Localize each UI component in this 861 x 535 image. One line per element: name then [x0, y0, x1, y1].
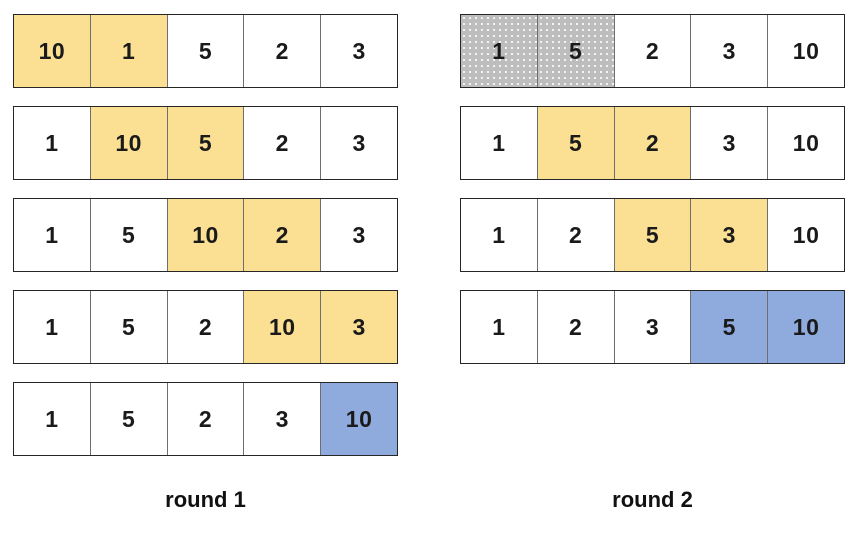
array-cell: 5: [166, 107, 244, 179]
array-cell: 2: [243, 199, 321, 271]
array-cell: 5: [166, 15, 244, 87]
array-cell: 1: [89, 15, 167, 87]
array-cell: 5: [536, 15, 614, 87]
array-cell: 3: [613, 291, 691, 363]
array-cell: 1: [14, 383, 90, 455]
array-cell: 2: [536, 199, 614, 271]
array-cell: 5: [89, 383, 167, 455]
array-cell: 10: [767, 291, 844, 363]
round-2-label: round 2: [612, 487, 693, 512]
array-cell: 10: [320, 383, 397, 455]
array-cell: 3: [243, 383, 321, 455]
array-cell: 3: [320, 107, 397, 179]
array-cell: 10: [14, 15, 90, 87]
array-cell: 3: [320, 291, 397, 363]
array-cell: 1: [461, 291, 537, 363]
array-cell: 2: [243, 15, 321, 87]
array-cell: 5: [89, 199, 167, 271]
array-cell: 3: [320, 15, 397, 87]
array-cell: 3: [320, 199, 397, 271]
array-cell: 1: [14, 199, 90, 271]
array-cell: 5: [89, 291, 167, 363]
array-cell: 5: [613, 199, 691, 271]
array-cell: 1: [14, 107, 90, 179]
array-cell: 1: [461, 107, 537, 179]
array-cell: 1: [14, 291, 90, 363]
array-cell: 2: [613, 107, 691, 179]
array-cell: 3: [690, 199, 768, 271]
array-cell: 10: [89, 107, 167, 179]
array-cell: 3: [690, 107, 768, 179]
array-cell: 3: [690, 15, 768, 87]
array-cell: 2: [166, 291, 244, 363]
array-cell: 10: [166, 199, 244, 271]
array-cell: 1: [461, 15, 537, 87]
array-cell: 5: [536, 107, 614, 179]
array-cell: 10: [767, 15, 844, 87]
array-cell: 5: [690, 291, 768, 363]
array-cell: 2: [613, 15, 691, 87]
array-cell: 10: [767, 199, 844, 271]
array-cell: 10: [243, 291, 321, 363]
array-cell: 1: [461, 199, 537, 271]
array-cell: 2: [166, 383, 244, 455]
array-cell: 2: [243, 107, 321, 179]
array-cell: 2: [536, 291, 614, 363]
array-cell: 10: [767, 107, 844, 179]
round-1-label: round 1: [165, 487, 246, 512]
